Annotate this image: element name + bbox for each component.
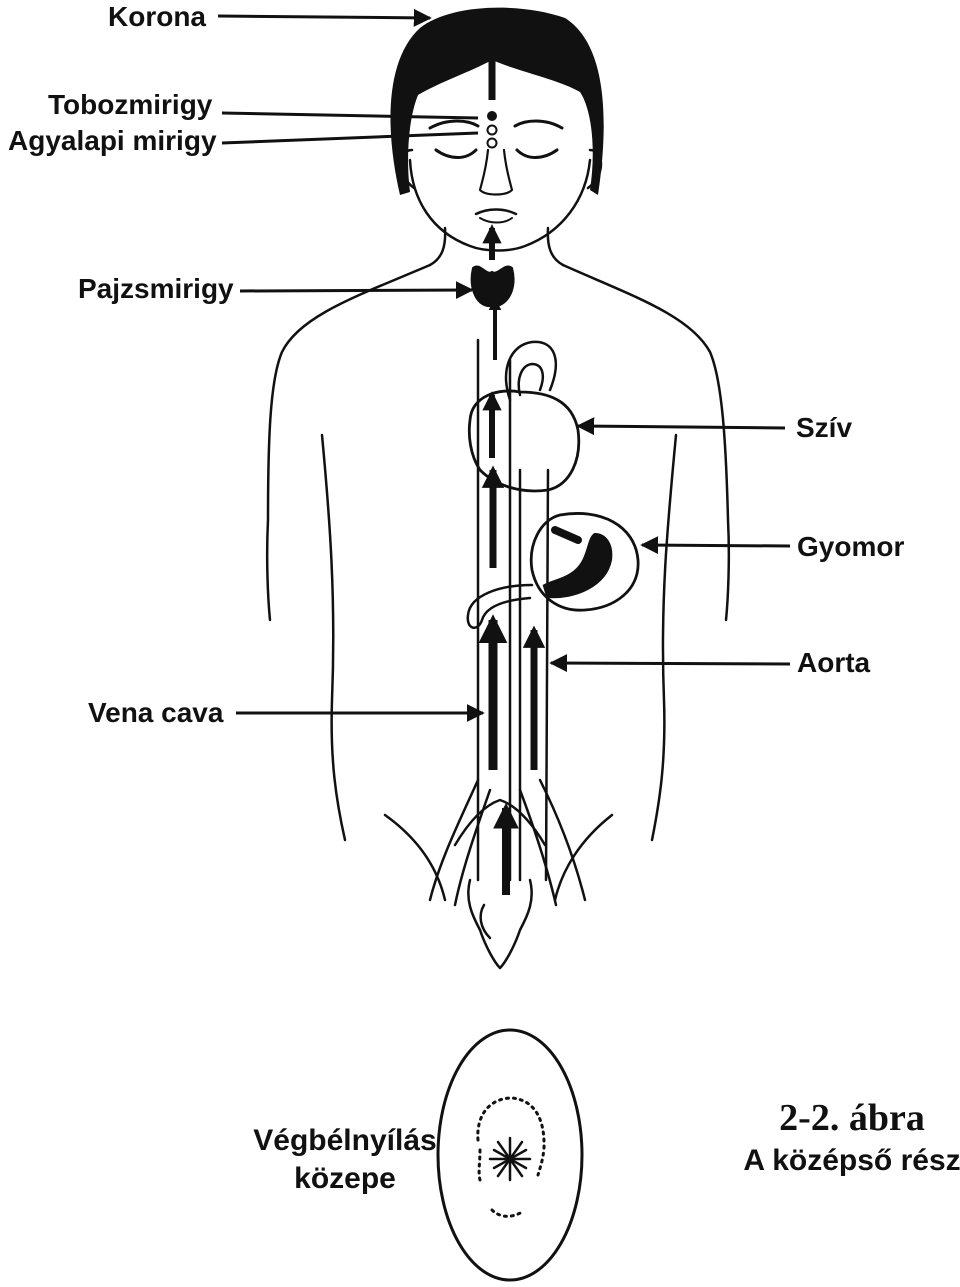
label-gyomor: Gyomor <box>797 531 904 562</box>
caption-number: 2-2. ábra <box>779 1097 925 1139</box>
hair <box>390 7 604 195</box>
thyroid <box>470 224 515 308</box>
anus-detail <box>436 1028 584 1282</box>
pituitary-dot-1 <box>486 124 498 136</box>
head <box>390 7 604 252</box>
label-vegbel-line2: közepe <box>294 1162 396 1195</box>
label-tobozmirigy: Tobozmirigy <box>48 89 213 120</box>
pelvis <box>467 878 533 970</box>
flow-arrows <box>478 297 546 895</box>
label-vena-cava: Vena cava <box>88 697 224 728</box>
caption-title: A középső rész <box>743 1144 960 1177</box>
label-korona: Korona <box>108 1 206 32</box>
label-vegbel-line1: Végbélnyílás <box>253 1124 436 1157</box>
body-outline <box>265 226 731 902</box>
label-pajzsmirigy: Pajzsmirigy <box>78 273 234 304</box>
label-agyalapi-mirigy: Agyalapi mirigy <box>8 125 217 156</box>
center-star-icon <box>488 1136 532 1182</box>
label-aorta: Aorta <box>797 647 871 678</box>
vessels <box>428 338 587 907</box>
heart <box>467 389 581 493</box>
pineal-dot <box>487 111 497 121</box>
label-sziv: Szív <box>796 412 852 443</box>
pituitary-dot-2 <box>486 137 498 149</box>
stomach <box>466 512 640 629</box>
leader-lines <box>217 8 791 722</box>
